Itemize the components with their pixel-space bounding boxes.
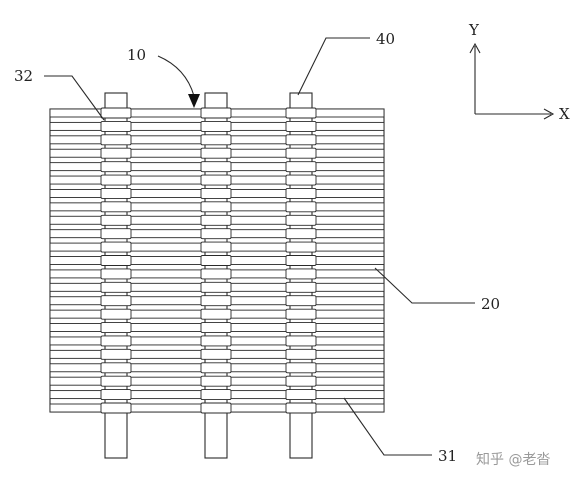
crossing-pad <box>200 201 232 213</box>
crossing-pad <box>200 362 232 374</box>
crossing-pad <box>285 389 317 401</box>
crossing-pad <box>200 375 232 387</box>
leader-31 <box>343 397 432 456</box>
crossing-pad <box>200 241 232 253</box>
crossing-pad <box>100 134 132 146</box>
crossing-pad <box>285 281 317 293</box>
crossing-pad <box>100 228 132 240</box>
crossing-pad <box>100 268 132 280</box>
x-axis-arrowhead <box>543 108 555 120</box>
crossing-pad <box>285 161 317 173</box>
crossing-pad <box>285 295 317 307</box>
crossing-pad <box>100 335 132 347</box>
crossing-pad <box>200 228 232 240</box>
crossing-pad <box>100 174 132 186</box>
crossing-pad <box>100 281 132 293</box>
crossing-pad <box>285 348 317 360</box>
crossing-pad <box>200 268 232 280</box>
crossing-pad <box>285 107 317 119</box>
crossing-pad <box>100 389 132 401</box>
crossing-pad <box>100 308 132 320</box>
crossing-pad <box>200 120 232 132</box>
crossing-pad <box>200 348 232 360</box>
crossing-pad <box>285 322 317 333</box>
crossing-pad <box>285 147 317 159</box>
ref-label-10: 10 <box>127 46 146 64</box>
crossing-pad <box>100 322 132 333</box>
crossing-pad <box>200 147 232 159</box>
crossing-pad <box>100 402 132 414</box>
crossing-pad <box>100 147 132 159</box>
leader-40 <box>297 37 370 96</box>
crossing-pad <box>100 241 132 253</box>
crossing-pad <box>200 389 232 401</box>
crossing-pad <box>285 308 317 320</box>
crossing-pad <box>200 214 232 226</box>
crossing-pad <box>200 308 232 320</box>
y-axis-label: Y <box>468 21 480 39</box>
crossing-pad <box>285 402 317 414</box>
leader-20 <box>374 267 475 304</box>
crossing-pad <box>200 107 232 119</box>
crossing-pad <box>285 174 317 186</box>
crossing-pad <box>200 322 232 333</box>
crossing-pad <box>285 335 317 347</box>
crossing-pad <box>100 214 132 226</box>
crossing-pad <box>285 268 317 280</box>
crossing-pad <box>200 335 232 347</box>
leader-10-arrow <box>157 55 195 97</box>
crossing-pad <box>100 348 132 360</box>
crossing-pad <box>285 201 317 213</box>
crossing-pad <box>200 187 232 199</box>
crossing-pad <box>200 174 232 186</box>
crossing-pad <box>285 187 317 199</box>
crossing-pad <box>285 241 317 253</box>
ref-label-31: 31 <box>438 447 457 465</box>
crossing-pad <box>100 255 132 266</box>
vertical-bars <box>100 92 317 459</box>
arrowhead-10 <box>188 94 200 108</box>
leader-32 <box>44 75 105 121</box>
crossing-pad <box>200 281 232 293</box>
ref-label-20: 20 <box>481 295 500 313</box>
crossing-pad <box>100 120 132 132</box>
x-axis-label: X <box>559 105 570 123</box>
crossing-pad <box>200 295 232 307</box>
watermark: 知乎 @老沓 <box>476 451 550 468</box>
ref-label-32: 32 <box>14 67 33 85</box>
crossing-pad <box>100 295 132 307</box>
crossing-pad <box>100 362 132 374</box>
crossing-pad <box>200 134 232 146</box>
crossing-pad <box>285 228 317 240</box>
crossing-pad <box>100 161 132 173</box>
crossing-pad <box>100 201 132 213</box>
crossing-pad <box>200 161 232 173</box>
y-axis-arrowhead <box>469 42 481 54</box>
crossing-pad <box>285 134 317 146</box>
crossing-pad <box>100 375 132 387</box>
crossing-pad <box>285 375 317 387</box>
crossing-pad <box>100 107 132 119</box>
crossing-pad <box>285 255 317 266</box>
crossing-pad <box>100 187 132 199</box>
crossing-pad <box>285 214 317 226</box>
crossing-pad <box>200 255 232 266</box>
ref-label-40: 40 <box>376 30 395 48</box>
crossing-pad <box>285 120 317 132</box>
crossing-pad <box>285 362 317 374</box>
crossing-pad <box>200 402 232 414</box>
